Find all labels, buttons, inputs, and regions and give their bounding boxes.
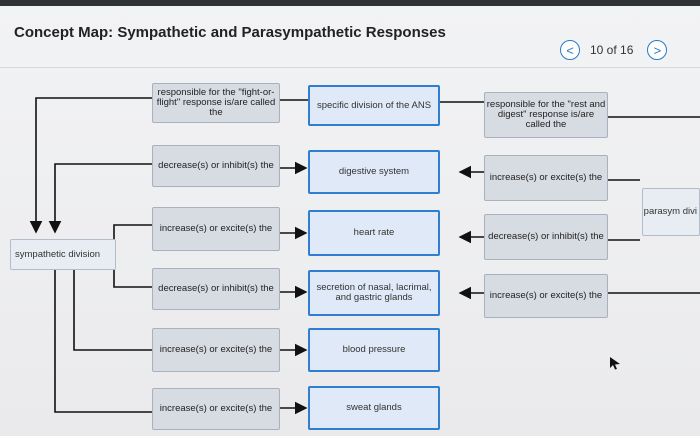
- middle-box-3[interactable]: heart rate: [308, 210, 440, 256]
- left-box-6[interactable]: increase(s) or excite(s) the: [152, 388, 280, 430]
- answer-label-parasympathetic[interactable]: parasym divi: [642, 188, 700, 236]
- header-divider: [0, 67, 700, 68]
- page-indicator: 10 of 16: [590, 43, 634, 57]
- right-box-3[interactable]: decrease(s) or inhibit(s) the: [484, 214, 608, 260]
- left-box-1[interactable]: responsible for the "fight-or-flight" re…: [152, 83, 280, 123]
- page-title: Concept Map: Sympathetic and Parasympath…: [14, 24, 446, 41]
- mouse-cursor-icon: [610, 357, 620, 370]
- middle-box-2[interactable]: digestive system: [308, 150, 440, 194]
- middle-box-6[interactable]: sweat glands: [308, 386, 440, 430]
- prev-button[interactable]: <: [560, 40, 580, 60]
- top-strip: [0, 0, 700, 6]
- middle-box-5[interactable]: blood pressure: [308, 328, 440, 372]
- next-button[interactable]: >: [647, 40, 668, 60]
- middle-box-1[interactable]: specific division of the ANS: [308, 85, 440, 126]
- chevron-right-icon: >: [653, 42, 662, 58]
- right-box-2[interactable]: increase(s) or excite(s) the: [484, 155, 608, 201]
- left-box-2[interactable]: decrease(s) or inhibit(s) the: [152, 145, 280, 187]
- right-box-4[interactable]: increase(s) or excite(s) the: [484, 274, 608, 318]
- answer-label-sympathetic[interactable]: sympathetic division: [10, 239, 116, 270]
- chevron-left-icon: <: [566, 42, 574, 58]
- left-box-5[interactable]: increase(s) or excite(s) the: [152, 328, 280, 372]
- pager: < 10 of 16 >: [560, 40, 668, 60]
- left-box-3[interactable]: increase(s) or excite(s) the: [152, 207, 280, 251]
- middle-box-4[interactable]: secretion of nasal, lacrimal, and gastri…: [308, 270, 440, 316]
- left-box-4[interactable]: decrease(s) or inhibit(s) the: [152, 268, 280, 310]
- right-box-1[interactable]: responsible for the "rest and digest" re…: [484, 92, 608, 138]
